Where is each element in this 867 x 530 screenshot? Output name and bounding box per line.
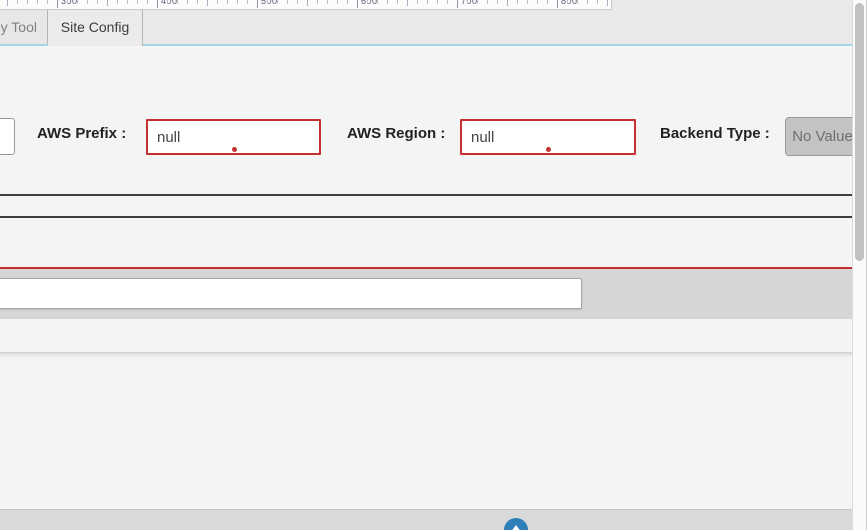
- ruler-tick: [17, 0, 18, 4]
- ruler-tick: [557, 0, 558, 8]
- ruler: 300 400 500 600 700 800: [0, 0, 612, 10]
- ruler-tick: [27, 0, 28, 4]
- ruler-tick: [77, 0, 78, 4]
- ruler-tick: [607, 0, 608, 6]
- ruler-tick: [237, 0, 238, 4]
- ruler-tick: [97, 0, 98, 4]
- ruler-label: 400: [161, 0, 178, 6]
- ruler-tick: [357, 0, 358, 8]
- ruler-tick: [267, 0, 268, 4]
- ruler-tick: [387, 0, 388, 4]
- ruler-tick: [527, 0, 528, 4]
- tab-site-config[interactable]: Site Config: [48, 10, 143, 46]
- ruler-tick: [517, 0, 518, 4]
- ruler-tick: [57, 0, 58, 8]
- ruler-tick: [307, 0, 308, 6]
- ruler-tick: [207, 0, 208, 6]
- vertical-scrollbar[interactable]: [852, 0, 867, 530]
- tab-accent-line: [0, 44, 852, 46]
- ruler-label: 700: [461, 0, 478, 6]
- ruler-tick: [337, 0, 338, 4]
- ruler-tick: [47, 0, 48, 4]
- ruler-label: 800: [561, 0, 578, 6]
- ruler-tick: [37, 0, 38, 4]
- error-divider-line: [0, 267, 852, 269]
- ruler-tick: [127, 0, 128, 4]
- ruler-tick: [167, 0, 168, 4]
- panel-divider: [0, 352, 852, 358]
- ruler-tick: [507, 0, 508, 6]
- ruler-tick: [227, 0, 228, 4]
- bottom-bar: [0, 509, 852, 530]
- content-area: AWS Prefix : AWS Region : Backend Type :…: [0, 46, 860, 530]
- ruler-tick: [407, 0, 408, 6]
- ruler-label: 300: [61, 0, 78, 6]
- ruler-tick: [297, 0, 298, 4]
- ruler-tick: [417, 0, 418, 4]
- backend-type-label: Backend Type :: [660, 125, 770, 142]
- wide-text-input[interactable]: [0, 278, 582, 309]
- divider-line: [0, 216, 852, 218]
- ruler-tick: [317, 0, 318, 4]
- ruler-tick: [597, 0, 598, 4]
- tab-tool[interactable]: y Tool: [0, 10, 48, 44]
- ruler-tick: [177, 0, 178, 4]
- ruler-tick: [437, 0, 438, 4]
- ruler-tick: [587, 0, 588, 4]
- ruler-tick: [257, 0, 258, 8]
- ruler-tick: [247, 0, 248, 4]
- scrollbar-thumb[interactable]: [855, 3, 864, 261]
- ruler-tick: [157, 0, 158, 8]
- ruler-tick: [567, 0, 568, 4]
- ruler-tick: [377, 0, 378, 4]
- ruler-tick: [197, 0, 198, 4]
- left-cut-input[interactable]: [0, 118, 15, 155]
- aws-region-field: [460, 119, 636, 155]
- ruler-tick: [367, 0, 368, 4]
- ruler-tick: [497, 0, 498, 4]
- aws-region-input[interactable]: [460, 119, 636, 155]
- ruler-tick: [447, 0, 448, 4]
- arrow-up-icon[interactable]: [504, 518, 528, 530]
- ruler-label: 600: [361, 0, 378, 6]
- ruler-label: 500: [261, 0, 278, 6]
- backend-type-value-chip[interactable]: No Value: [785, 117, 860, 156]
- divider-line: [0, 194, 852, 196]
- ruler-tick: [427, 0, 428, 4]
- aws-prefix-field: [146, 119, 321, 155]
- ruler-tick: [117, 0, 118, 4]
- ruler-tick: [477, 0, 478, 4]
- ruler-tick: [547, 0, 548, 4]
- aws-region-label: AWS Region :: [347, 125, 446, 142]
- ruler-tick: [147, 0, 148, 4]
- ruler-tick: [217, 0, 218, 4]
- ruler-tick: [7, 0, 8, 6]
- ruler-tick: [137, 0, 138, 4]
- aws-prefix-label: AWS Prefix :: [37, 125, 127, 142]
- ruler-tick: [457, 0, 458, 8]
- ruler-tick: [467, 0, 468, 4]
- ruler-tick: [537, 0, 538, 4]
- ruler-tick: [577, 0, 578, 4]
- ruler-tick: [327, 0, 328, 4]
- ruler-tick: [107, 0, 108, 6]
- ruler-tick: [277, 0, 278, 4]
- ruler-tick: [487, 0, 488, 4]
- ruler-tick: [67, 0, 68, 4]
- ruler-tick: [397, 0, 398, 4]
- aws-prefix-input[interactable]: [146, 119, 321, 155]
- ruler-tick: [347, 0, 348, 4]
- ruler-tick: [187, 0, 188, 4]
- ruler-tick: [287, 0, 288, 4]
- ruler-tick: [87, 0, 88, 4]
